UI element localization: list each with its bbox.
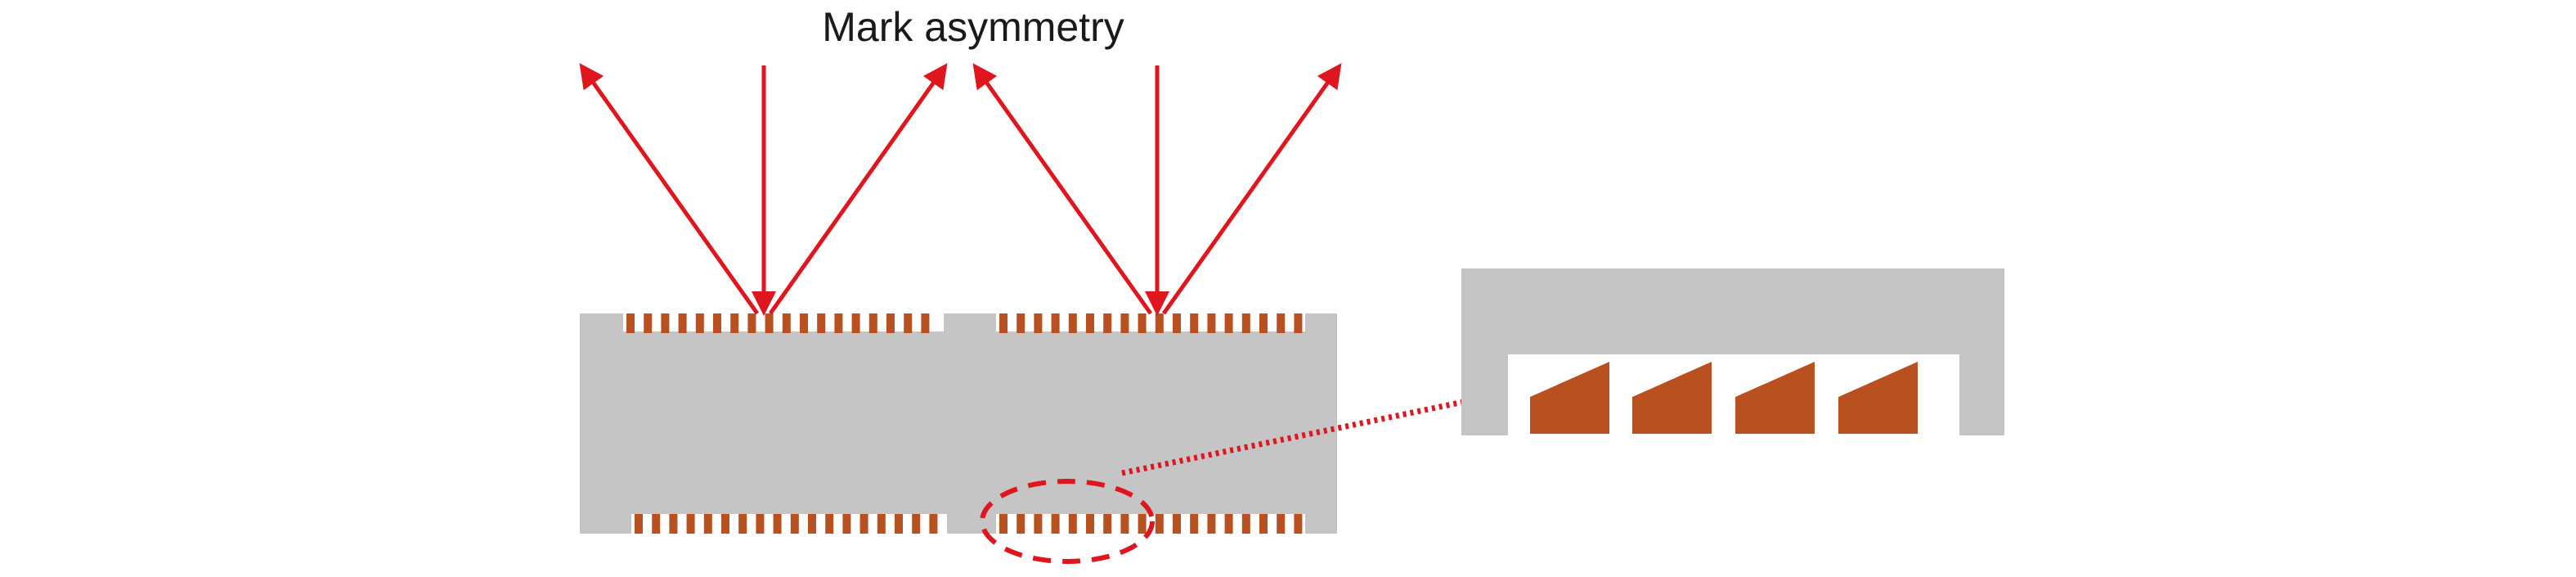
top-right-grating-line	[1051, 313, 1060, 333]
bottom-left-grating-line	[859, 514, 868, 534]
bottom-left-grating-line	[895, 514, 903, 534]
diagram-title: Mark asymmetry	[822, 4, 1124, 50]
bottom-right-grating-line	[1138, 514, 1147, 534]
bottom-left-grating-line	[912, 514, 921, 534]
bottom-right-grating-line	[1103, 514, 1112, 534]
bottom-right-grating-line	[1155, 514, 1164, 534]
highlight-ellipse	[980, 479, 1155, 564]
bottom-right-grating-line	[1034, 514, 1043, 534]
top-right-grating-line	[1086, 313, 1094, 333]
bottom-left-recess	[631, 514, 947, 534]
top-right-grating-line	[1294, 313, 1303, 333]
zoom-pointer-arrow	[1121, 382, 1510, 476]
bottom-right-grating-line	[1277, 514, 1286, 534]
bottom-right-grating-line	[1086, 514, 1094, 534]
bottom-left-grating-line	[825, 514, 834, 534]
bottom-right-grating-line	[1224, 514, 1233, 534]
top-left-grating-line	[782, 313, 791, 333]
top-left-grating-line	[817, 313, 826, 333]
top-right-grating-line	[1155, 313, 1164, 333]
top-right-grating-line	[1120, 313, 1129, 333]
top-left-grating-line	[713, 313, 721, 333]
bottom-left-grating-line	[790, 514, 799, 534]
top-right-grating-line	[1068, 313, 1077, 333]
diffraction-beams-right	[972, 63, 1342, 316]
top-left-grating-line	[644, 313, 653, 333]
top-left-grating-line	[678, 313, 687, 333]
top-right-grating-line	[1241, 313, 1250, 333]
asymmetric-grating-line	[1530, 362, 1609, 434]
top-right-grating-line	[1138, 313, 1147, 333]
bottom-left-grating-line	[652, 514, 661, 534]
top-left-grating-line	[695, 313, 704, 333]
top-left-grating-line	[626, 313, 635, 333]
top-right-grating-line	[1277, 313, 1286, 333]
top-left-grating-line	[765, 313, 774, 333]
inset-magnified-view	[1461, 268, 2004, 436]
diffracted-beam-plus-right	[1161, 63, 1342, 315]
bottom-right-grating-line	[1259, 514, 1268, 534]
bottom-left-grating-line	[669, 514, 678, 534]
top-left-grating-line	[904, 313, 913, 333]
asymmetric-grating-line	[1632, 362, 1712, 434]
top-left-grating-line	[730, 313, 739, 333]
top-right-recess	[996, 313, 1305, 331]
top-right-grating-line	[1224, 313, 1233, 333]
top-left-grating-line	[868, 313, 877, 333]
asymmetric-grating-line	[1838, 362, 1918, 434]
top-left-grating-line	[834, 313, 843, 333]
bottom-left-grating-line	[842, 514, 851, 534]
bottom-left-grating-line	[808, 514, 816, 534]
top-left-grating-line	[886, 313, 895, 333]
diffracted-beam-plus-left	[768, 63, 948, 315]
bottom-right-grating-line	[1016, 514, 1025, 534]
bottom-right-grating-line	[999, 514, 1008, 534]
bottom-left-grating-line	[773, 514, 782, 534]
bottom-left-grating-line	[721, 514, 729, 534]
top-right-grating-line	[999, 313, 1008, 333]
bottom-left-grating-line	[738, 514, 747, 534]
bottom-left-grating-line	[703, 514, 712, 534]
top-right-grating-line	[1207, 313, 1216, 333]
diffracted-beam-minus-right	[972, 63, 1153, 315]
top-right-grating-line	[1034, 313, 1043, 333]
bottom-left-grating-line	[929, 514, 938, 534]
bottom-right-grating-line	[1120, 514, 1129, 534]
bottom-right-grating-line	[1173, 514, 1181, 534]
bottom-left-grating-line	[877, 514, 886, 534]
wafer-substrate	[580, 313, 1337, 534]
grating-marks	[626, 313, 1303, 534]
bottom-left-grating-line	[635, 514, 643, 534]
top-left-grating-line	[661, 313, 670, 333]
asymmetric-lines	[1530, 362, 1918, 434]
top-right-grating-line	[1259, 313, 1268, 333]
top-left-grating-line	[747, 313, 756, 333]
bottom-right-grating-line	[1051, 514, 1060, 534]
top-right-grating-line	[1190, 313, 1199, 333]
top-right-grating-line	[1016, 313, 1025, 333]
top-right-grating-line	[1173, 313, 1181, 333]
bottom-left-grating-line	[756, 514, 765, 534]
bottom-right-grating-line	[1294, 514, 1303, 534]
top-left-grating-line	[851, 313, 860, 333]
bottom-right-grating-line	[1241, 514, 1250, 534]
bottom-left-grating-line	[686, 514, 695, 534]
top-left-grating-line	[921, 313, 930, 333]
bottom-right-grating-line	[1190, 514, 1199, 534]
top-right-grating-line	[1103, 313, 1112, 333]
asymmetric-grating-line	[1735, 362, 1815, 434]
bottom-right-grating-line	[1068, 514, 1077, 534]
diffracted-beam-minus-left	[579, 63, 760, 315]
bottom-right-grating-line	[1207, 514, 1216, 534]
diffraction-beams-left	[579, 63, 948, 316]
top-left-grating-line	[800, 313, 808, 333]
